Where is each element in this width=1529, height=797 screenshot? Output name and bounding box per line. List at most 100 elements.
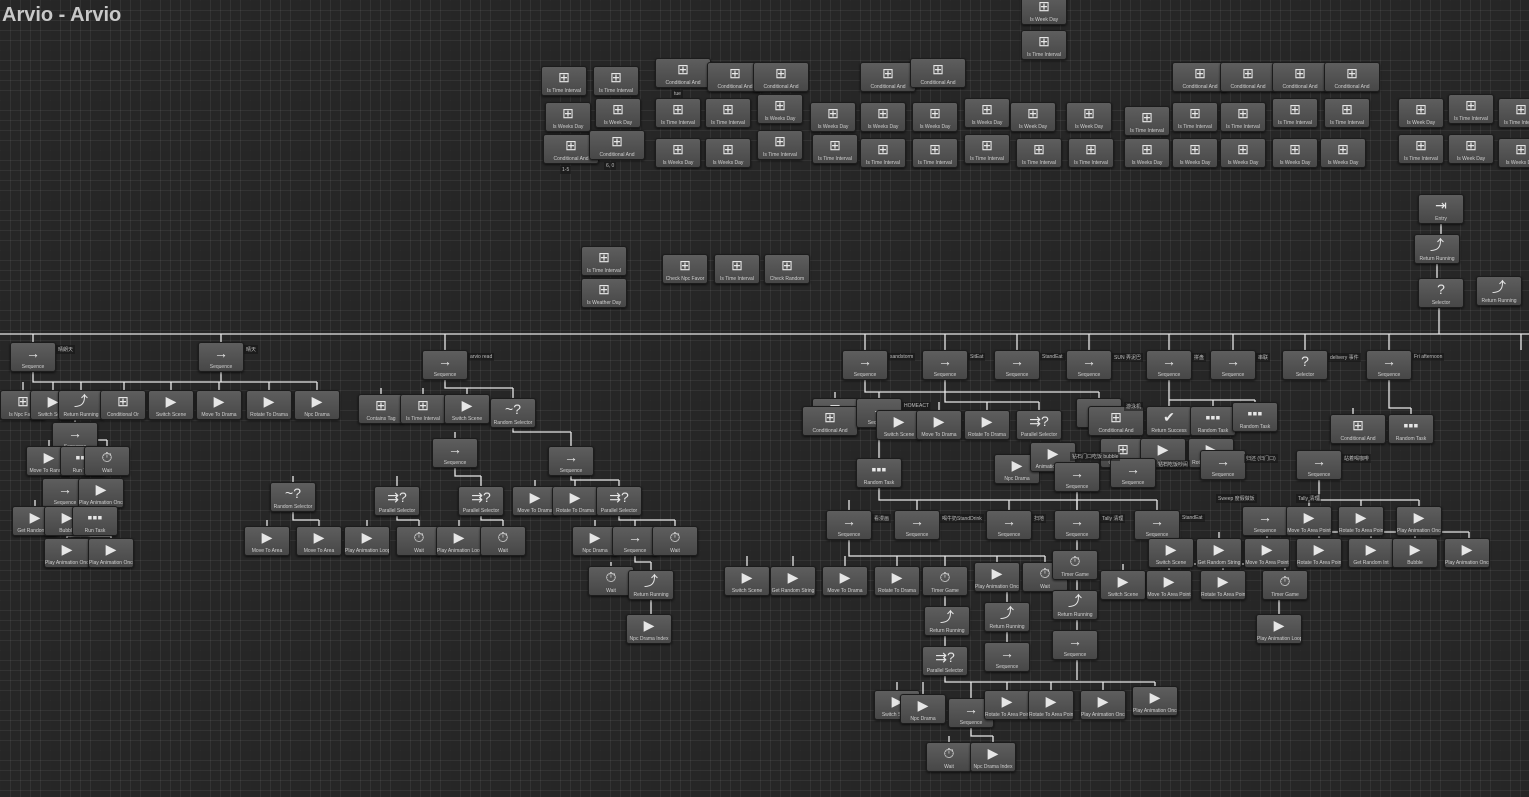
tree-node-is-time-interval[interactable]: ⊞Is Time Interval: [1068, 138, 1114, 168]
tree-node-is-time-interval[interactable]: ⊞Is Time Interval: [1124, 106, 1170, 136]
tree-node-play-animation-once[interactable]: ▶Play Animation Once: [88, 538, 134, 568]
tree-node-switch-scene[interactable]: ▶Switch Scene: [724, 566, 770, 596]
tree-node-is-time-interval[interactable]: ⊞Is Time Interval: [860, 138, 906, 168]
tree-node-wait[interactable]: ⏱Wait: [652, 526, 698, 556]
tree-node-is-time-interval[interactable]: ⊞Is Time Interval: [1220, 102, 1266, 132]
tree-node-is-weeks-day[interactable]: ⊞Is Weeks Day: [964, 98, 1010, 128]
tree-node-move-to-drama[interactable]: ▶Move To Drama: [916, 410, 962, 440]
tree-node-is-time-interval[interactable]: ⊞Is Time Interval: [1448, 94, 1494, 124]
tree-node-is-time-interval[interactable]: ⊞Is Time Interval: [1498, 98, 1529, 128]
tree-node-switch-scene[interactable]: ▶Switch Scene: [444, 394, 490, 424]
tree-node-play-animation-loop[interactable]: ▶Play Animation Loop: [1256, 614, 1302, 644]
tree-node-is-weeks-day[interactable]: ⊞Is Weeks Day: [1498, 138, 1529, 168]
tree-node-random-task[interactable]: ▪▪▪Random Task: [1232, 402, 1278, 432]
tree-node-sequence[interactable]: →Sequence: [842, 350, 888, 380]
tree-node-is-time-interval[interactable]: ⊞Is Time Interval: [541, 66, 587, 96]
tree-node-sequence[interactable]: →Sequence: [984, 642, 1030, 672]
tree-node-selector[interactable]: ?Selector: [1418, 278, 1464, 308]
tree-node-sequence[interactable]: →Sequence: [1146, 350, 1192, 380]
tree-node-is-weeks-day[interactable]: ⊞Is Weeks Day: [1272, 138, 1318, 168]
tree-node-is-time-interval[interactable]: ⊞Is Time Interval: [1016, 138, 1062, 168]
tree-node-parallel-selector[interactable]: ⇉?Parallel Selector: [596, 486, 642, 516]
tree-node-sequence[interactable]: →Sequence: [1052, 630, 1098, 660]
tree-node-conditional-and[interactable]: ⊞Conditional And: [753, 62, 809, 92]
tree-node-is-time-interval[interactable]: ⊞Is Time Interval: [1398, 134, 1444, 164]
tree-node-sequence[interactable]: →Sequence: [1366, 350, 1412, 380]
tree-node-sequence[interactable]: →Sequence: [422, 350, 468, 380]
tree-node-play-animation-once[interactable]: ▶Play Animation Once: [1132, 686, 1178, 716]
tree-node-play-animation-once[interactable]: ▶Play Animation Once: [44, 538, 90, 568]
tree-node-switch-scene[interactable]: ▶Switch Scene: [1100, 570, 1146, 600]
tree-node-get-random-string[interactable]: ▶Get Random String: [1196, 538, 1242, 568]
tree-node-rotate-to-area-point[interactable]: ▶Rotate To Area Point: [1338, 506, 1384, 536]
tree-node-play-animation-loop[interactable]: ▶Play Animation Loop: [344, 526, 390, 556]
tree-node-move-to-area[interactable]: ▶Move To Area: [244, 526, 290, 556]
tree-node-rotate-to-drama[interactable]: ▶Rotate To Drama: [552, 486, 598, 516]
tree-node-is-weeks-day[interactable]: ⊞Is Weeks Day: [545, 102, 591, 132]
tree-node-parallel-selector[interactable]: ⇉?Parallel Selector: [1016, 410, 1062, 440]
tree-node-conditional-and[interactable]: ⊞Conditional And: [860, 62, 916, 92]
tree-node-sequence[interactable]: →Sequence: [1110, 458, 1156, 488]
tree-node-parallel-selector[interactable]: ⇉?Parallel Selector: [922, 646, 968, 676]
tree-node-random-task[interactable]: ▪▪▪Random Task: [1388, 414, 1434, 444]
tree-node-move-to-drama[interactable]: ▶Move To Drama: [512, 486, 558, 516]
tree-node-conditional-and[interactable]: ⊞Conditional And: [910, 58, 966, 88]
tree-node-play-animation-once[interactable]: ▶Play Animation Once: [78, 478, 124, 508]
tree-node-rotate-to-area-point[interactable]: ▶Rotate To Area Point: [1296, 538, 1342, 568]
tree-node-parallel-selector[interactable]: ⇉?Parallel Selector: [458, 486, 504, 516]
tree-node-rotate-to-drama[interactable]: ▶Rotate To Drama: [964, 410, 1010, 440]
tree-node-return-running[interactable]: ⤴Return Running: [1052, 590, 1098, 620]
tree-node-sequence[interactable]: →Sequence: [1134, 510, 1180, 540]
tree-node-sequence[interactable]: →Sequence: [986, 510, 1032, 540]
tree-node-is-time-interval[interactable]: ⊞Is Time Interval: [581, 246, 627, 276]
tree-node-check-random[interactable]: ⊞Check Random: [764, 254, 810, 284]
tree-node-conditional-and[interactable]: ⊞Conditional And: [1220, 62, 1276, 92]
tree-node-is-weeks-day[interactable]: ⊞Is Weeks Day: [1172, 138, 1218, 168]
tree-node-is-week-day[interactable]: ⊞Is Week Day: [1066, 102, 1112, 132]
tree-node-sequence[interactable]: →Sequence: [994, 350, 1040, 380]
tree-node-play-animation-once[interactable]: ▶Play Animation Once: [974, 562, 1020, 592]
tree-node-switch-scene[interactable]: ▶Switch Scene: [876, 410, 922, 440]
tree-node-is-time-interval[interactable]: ⊞Is Time Interval: [964, 134, 1010, 164]
tree-node-is-weeks-day[interactable]: ⊞Is Weeks Day: [655, 138, 701, 168]
tree-node-is-time-interval[interactable]: ⊞Is Time Interval: [400, 394, 446, 424]
tree-node-sequence[interactable]: →Sequence: [1242, 506, 1288, 536]
tree-node-sequence[interactable]: →Sequence: [1200, 450, 1246, 480]
tree-node-npc-drama[interactable]: ▶Npc Drama: [294, 390, 340, 420]
tree-node-npc-drama[interactable]: ▶Npc Drama: [994, 454, 1040, 484]
tree-node-is-weeks-day[interactable]: ⊞Is Weeks Day: [810, 102, 856, 132]
tree-node-is-weeks-day[interactable]: ⊞Is Weeks Day: [757, 94, 803, 124]
tree-node-wait[interactable]: ⏱Wait: [396, 526, 442, 556]
tree-node-is-weather-day[interactable]: ⊞Is Weather Day: [581, 278, 627, 308]
tree-node-is-time-interval[interactable]: ⊞Is Time Interval: [1021, 30, 1067, 60]
tree-node-entry[interactable]: ⇥Entry: [1418, 194, 1464, 224]
tree-node-move-to-area[interactable]: ▶Move To Area: [296, 526, 342, 556]
tree-node-npc-drama[interactable]: ▶Npc Drama: [900, 694, 946, 724]
tree-node-rotate-to-area-point[interactable]: ▶Rotate To Area Point: [1028, 690, 1074, 720]
tree-node-is-weeks-day[interactable]: ⊞Is Weeks Day: [912, 102, 958, 132]
tree-node-run-task[interactable]: ▪▪▪Run Task: [72, 506, 118, 536]
tree-node-selector[interactable]: ?Selector: [1282, 350, 1328, 380]
tree-node-is-time-interval[interactable]: ⊞Is Time Interval: [655, 98, 701, 128]
tree-node-wait[interactable]: ⏱Wait: [480, 526, 526, 556]
tree-node-play-animation-loop[interactable]: ▶Play Animation Loop: [436, 526, 482, 556]
tree-node-return-running[interactable]: ⤴Return Running: [984, 602, 1030, 632]
tree-node-conditional-and[interactable]: ⊞Conditional And: [1330, 414, 1386, 444]
tree-node-is-week-day[interactable]: ⊞Is Week Day: [1010, 102, 1056, 132]
tree-node-move-to-area-point[interactable]: ▶Move To Area Point: [1146, 570, 1192, 600]
tree-node-timer-game[interactable]: ⏱Timer Game: [1052, 550, 1098, 580]
tree-node-random-task[interactable]: ▪▪▪Random Task: [1190, 406, 1236, 436]
tree-node-rotate-to-drama[interactable]: ▶Rotate To Drama: [874, 566, 920, 596]
tree-node-switch-scene[interactable]: ▶Switch Scene: [1148, 538, 1194, 568]
tree-node-npc-drama-index[interactable]: ▶Npc Drama Index: [970, 742, 1016, 772]
tree-node-sequence[interactable]: →Sequence: [10, 342, 56, 372]
tree-node-wait[interactable]: ⏱Wait: [588, 566, 634, 596]
tree-node-return-running[interactable]: ⤴Return Running: [628, 570, 674, 600]
tree-node-is-time-interval[interactable]: ⊞Is Time Interval: [757, 130, 803, 160]
tree-node-move-to-area-point[interactable]: ▶Move To Area Point: [1286, 506, 1332, 536]
tree-node-sequence[interactable]: →Sequence: [548, 446, 594, 476]
tree-node-bubble[interactable]: ▶Bubble: [1392, 538, 1438, 568]
tree-node-sequence[interactable]: →Sequence: [1296, 450, 1342, 480]
tree-node-wait[interactable]: ⏱Wait: [84, 446, 130, 476]
